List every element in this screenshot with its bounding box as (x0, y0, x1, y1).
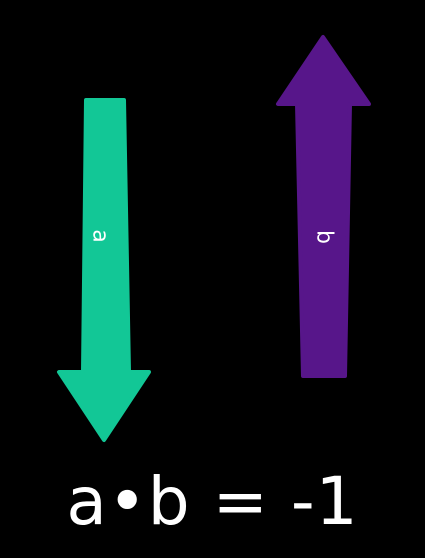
vector-a-shape (57, 98, 151, 442)
vector-b-label: b (312, 230, 337, 244)
dot-product-equation: a•b = -1 (66, 463, 359, 540)
vector-b-shape (276, 35, 371, 378)
vector-a-arrow: a (57, 98, 151, 442)
vector-b-arrow: b (276, 35, 371, 378)
vector-a-label: a (88, 229, 113, 242)
